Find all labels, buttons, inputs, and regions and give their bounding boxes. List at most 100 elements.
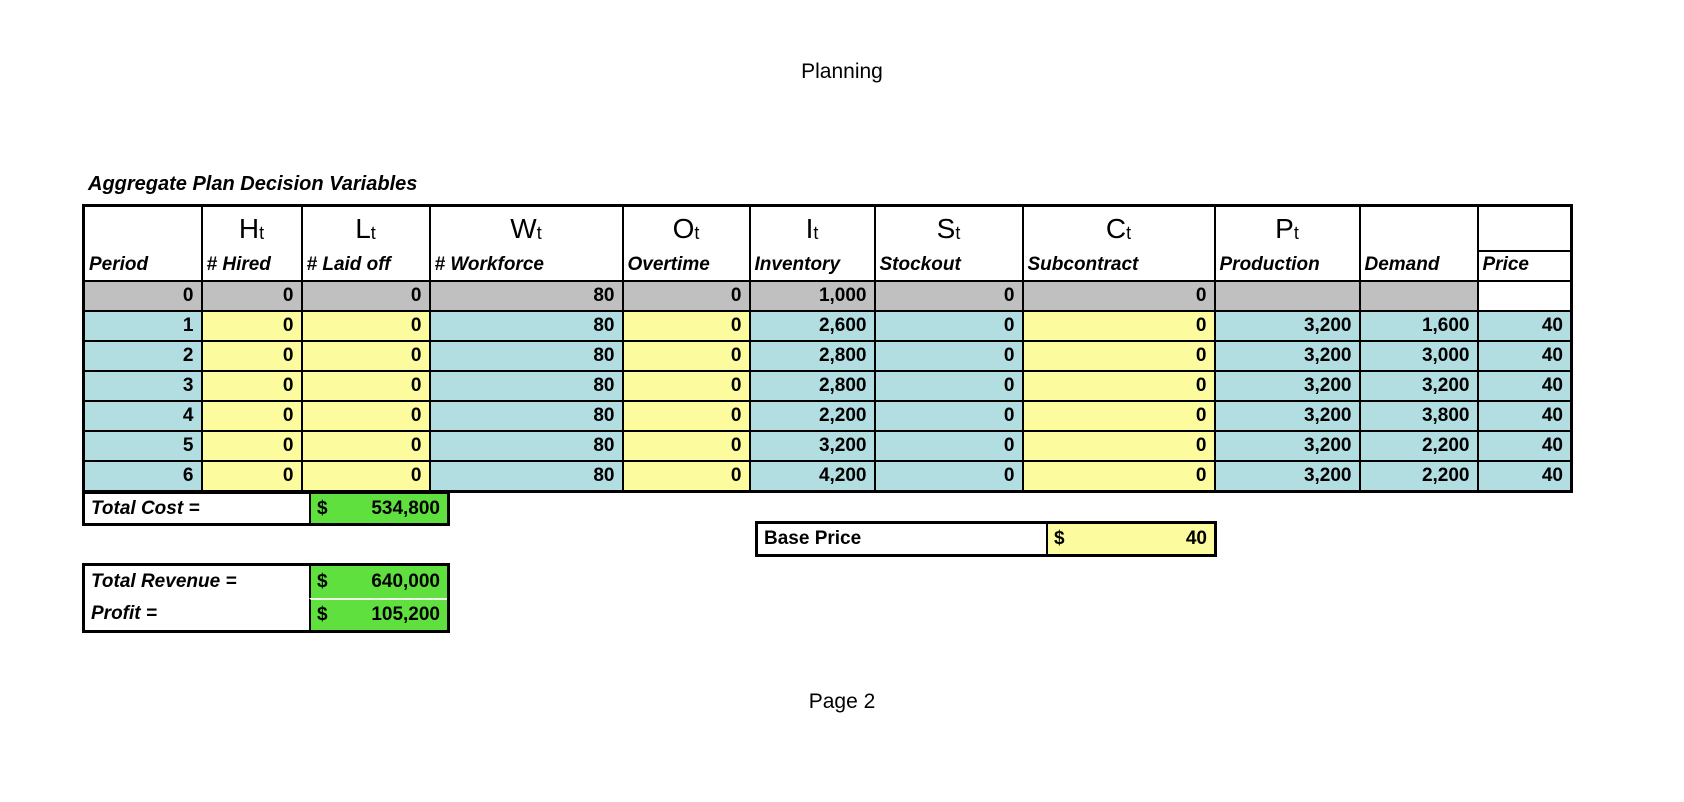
overtime-cell: 0 (621, 340, 751, 372)
stockout-cell: 0 (873, 460, 1024, 492)
production-column-label: Production (1219, 254, 1320, 275)
overtime-column-label: Overtime (627, 254, 710, 275)
laidoff-cell: 0 (300, 400, 431, 432)
stockout-cell: 0 (873, 370, 1024, 402)
laidoff-cell: 0 (300, 310, 431, 342)
total-cost-label: Total Cost = (85, 494, 309, 523)
demand-cell: 2,200 (1358, 460, 1479, 492)
hired-cell: 0 (200, 460, 303, 492)
workforce-cell: 80 (428, 400, 624, 432)
profit-amount: 105,200 (371, 604, 440, 625)
inventory-cell: 1,000 (748, 280, 876, 312)
period-cell: 0 (82, 280, 203, 312)
demand-cell: 3,800 (1358, 400, 1479, 432)
total-cost-box: Total Cost = $ 534,800 (82, 491, 450, 526)
total-revenue-currency-symbol: $ (317, 571, 328, 592)
hired-cell: 0 (200, 400, 303, 432)
total-cost-amount: 534,800 (371, 497, 440, 519)
profit-row: Profit = $ 105,200 (85, 598, 447, 630)
subcontract-cell: 0 (1021, 400, 1216, 432)
overtime-cell: 0 (621, 460, 751, 492)
inventory-cell: 2,800 (748, 370, 876, 402)
inventory-cell: 3,200 (748, 430, 876, 462)
stockout-column-label: Stockout (879, 254, 961, 275)
production-cell: 3,200 (1213, 400, 1361, 432)
overtime-cell: 0 (621, 430, 751, 462)
subcontract-cell: 0 (1021, 460, 1216, 492)
laidoff-cell: 0 (300, 370, 431, 402)
period-cell: 3 (82, 370, 203, 402)
inventory-cell: 2,600 (748, 310, 876, 342)
base-price-box: Base Price $ 40 (755, 521, 1217, 557)
inventory-cell: 2,800 (748, 340, 876, 372)
page-footer: Page 2 (808, 690, 876, 713)
revenue-profit-box: Total Revenue = $ 640,000 Profit = $ 105… (82, 563, 450, 633)
production-cell: 3,200 (1213, 460, 1361, 492)
subcontract-cell: 0 (1021, 340, 1216, 372)
hired-cell: 0 (200, 280, 303, 312)
workforce-cell: 80 (428, 370, 624, 402)
laidoff-cell: 0 (300, 430, 431, 462)
workforce-cell: 80 (428, 430, 624, 462)
stockout-cell: 0 (873, 400, 1024, 432)
subcontract-column-label: Subcontract (1027, 254, 1139, 275)
empty-symbol-space (86, 207, 200, 250)
total-revenue-amount: 640,000 (371, 571, 440, 592)
period-column-label: Period (89, 254, 149, 275)
column-header-period: Period (82, 204, 203, 282)
production-cell: 3,200 (1213, 430, 1361, 462)
inventory-cell: 4,200 (748, 460, 876, 492)
total-revenue-value-cell: $ 640,000 (309, 566, 447, 598)
hired-cell: 0 (200, 340, 303, 372)
workforce-cell: 80 (428, 280, 624, 312)
overtime-cell: 0 (621, 310, 751, 342)
stockout-cell: 0 (873, 310, 1024, 342)
empty-symbol-space (1480, 209, 1570, 250)
workforce-cell: 80 (428, 460, 624, 492)
base-price-amount: 40 (1185, 528, 1207, 549)
profit-label: Profit = (85, 598, 309, 630)
price-cell: 40 (1476, 400, 1573, 432)
empty-symbol-space (1362, 207, 1476, 250)
demand-cell: 2,200 (1358, 430, 1479, 462)
subcontract-cell: 0 (1021, 430, 1216, 462)
production-cell (1213, 280, 1361, 312)
inventory-cell: 2,200 (748, 400, 876, 432)
overtime-cell: 0 (621, 370, 751, 402)
table-title: Aggregate Plan Decision Variables (88, 173, 418, 195)
base-price-label: Base Price (758, 524, 1046, 554)
period-cell: 4 (82, 400, 203, 432)
base-price-value-cell: $ 40 (1046, 524, 1214, 554)
laidoff-cell: 0 (300, 280, 431, 312)
period-cell: 6 (82, 460, 203, 492)
demand-cell: 1,600 (1358, 310, 1479, 342)
demand-cell: 3,000 (1358, 340, 1479, 372)
profit-currency-symbol: $ (317, 604, 328, 625)
hired-cell: 0 (200, 370, 303, 402)
overtime-cell: 0 (621, 400, 751, 432)
demand-cell (1358, 280, 1479, 312)
laidoff-cell: 0 (300, 460, 431, 492)
price-cell: 40 (1476, 460, 1573, 492)
